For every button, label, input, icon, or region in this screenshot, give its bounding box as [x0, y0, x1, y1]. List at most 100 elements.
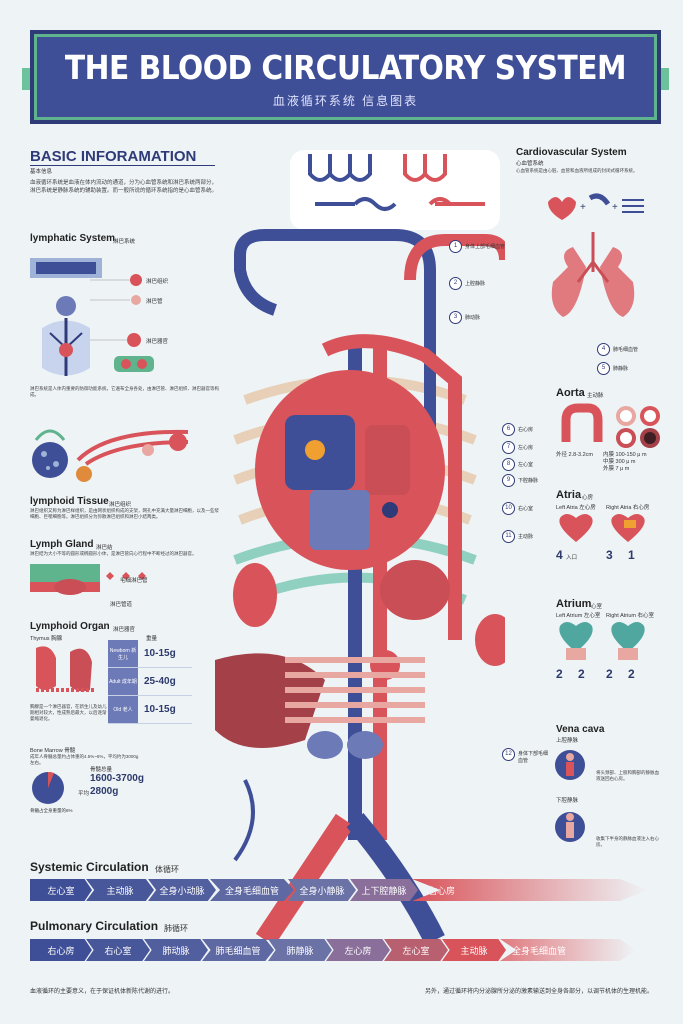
organ-caption: 胸腺是一个淋巴器官，在新生儿及幼儿期相对较大，性成熟后最大，以后逐渐萎缩退化。	[30, 704, 107, 721]
legend-label: 肺静脉	[613, 366, 629, 372]
systemic-step: 上下腔静脉	[350, 879, 418, 901]
pulmonary-step: 右心室	[86, 939, 150, 961]
cardio-text: 心血管系统是由心脏、血管和血液所组成的封闭式循环系统。	[516, 168, 638, 173]
pulmonary-step: 右心房	[30, 939, 92, 961]
organ-col-header: 重量	[146, 636, 158, 642]
legend-number: 1	[449, 240, 462, 253]
title-banner: THE BLOOD CIRCULATORY SYSTEM 血液循环系统 信息图表	[22, 30, 669, 124]
systemic-step: 全身小静脉	[288, 879, 356, 901]
marrow-avg: 2800g	[90, 786, 119, 797]
legend-label: 上腔静脉	[465, 281, 486, 287]
legend-number: 3	[449, 311, 462, 324]
banner-cap-right	[661, 68, 669, 90]
svg-text:+: +	[612, 202, 618, 213]
organ-row-label: Newborn 新生儿	[108, 640, 138, 667]
legend-label: 下腔静脉	[518, 478, 539, 484]
marrow-pie	[32, 771, 64, 804]
cardio-title: Cardiovascular System	[516, 147, 627, 158]
legend-number: 5	[597, 362, 610, 375]
atria-title-zh: 心房	[582, 495, 594, 501]
footer-right: 另外，通过循环将内分泌腺所分泌的激素输送到全身各部分，以调节机体的生理机能。	[424, 989, 653, 995]
cardio-title-zh: 心血管系统	[516, 161, 544, 167]
legend-number: 2	[449, 277, 462, 290]
vena-lower-label: 下腔静脉	[556, 798, 579, 804]
pulmonary-title-zh: 肺循环	[164, 924, 188, 933]
atrium-hearts	[559, 622, 645, 660]
marrow-pie-label: 骨髓占全身重量的6%	[30, 808, 73, 813]
cardio-illustration: + +	[548, 193, 644, 317]
marrow-range: 1600-3700g	[90, 773, 144, 784]
banner-cap-left	[22, 68, 30, 90]
legend-label: 身体下部毛细血管	[518, 751, 549, 764]
pulmonary-step: 肺静脉	[268, 939, 332, 961]
lymphatic-label-vessel: 淋巴管	[146, 299, 163, 305]
organ-row-value: 10-15g	[144, 704, 176, 715]
lymphatic-title-zh: 淋巴系统	[113, 239, 136, 245]
legend-label: 右心房	[518, 427, 534, 433]
pulmonary-step: 左心房	[326, 939, 390, 961]
atrium-count-4: 2	[628, 667, 635, 681]
lymphatic-caption: 淋巴系统是人体内重要的防御功能系统，它遍布全身各处，由淋巴管、淋巴组织、淋巴器官…	[30, 386, 219, 397]
atria-right-label: Right Atria 右心房	[606, 505, 650, 511]
svg-text:+: +	[580, 202, 586, 213]
organ-row: Adult 成年期 25-40g	[108, 668, 192, 696]
systemic-step: 全身毛细血管	[210, 879, 294, 901]
aorta-mid: 中膜 300 μ m	[603, 459, 636, 465]
legend-label: 主动脉	[518, 534, 534, 540]
aorta-illustration	[561, 403, 660, 448]
basic-text: 血液循环系统是血液在体内流动的通道，分为心血管系统和淋巴系统两部分，淋巴系统是静…	[30, 180, 218, 194]
gland-label-duct: 淋巴管道	[110, 602, 133, 608]
vena-upper-label: 上腔静脉	[556, 738, 579, 744]
vena-upper-figure	[555, 750, 585, 780]
organ-title-zh: 淋巴器官	[113, 627, 136, 633]
pulmonary-step: 肺毛细血管	[202, 939, 274, 961]
legend-number: 9	[502, 474, 515, 487]
basic-divider	[30, 165, 215, 166]
atria-right-count2: 1	[628, 548, 635, 562]
aorta-title: Aorta	[556, 387, 585, 399]
lymphatic-title: lymphatic System	[30, 233, 116, 244]
organ-row: Newborn 新生儿 10-15g	[108, 640, 192, 668]
legend-number: 11	[502, 530, 515, 543]
legend-number: 10	[502, 502, 515, 515]
aorta-dims: 外径 2.8-3.2cm	[556, 452, 593, 458]
vena-lower-text: 收集下半身的静脉血液注入右心房。	[596, 836, 659, 847]
atrium-title-zh: 心室	[591, 604, 603, 610]
aorta-title-zh: 主动脉	[587, 393, 604, 399]
systemic-step: 主动脉	[86, 879, 154, 901]
marrow-avg-label: 平均	[78, 791, 90, 797]
legend-number: 6	[502, 423, 515, 436]
gland-title-zh: 淋巴结	[96, 545, 113, 551]
page-subtitle: 血液循环系统 信息图表	[272, 94, 419, 108]
atria-hearts	[559, 514, 645, 542]
thymus-illustration	[36, 646, 96, 692]
tissue-text: 淋巴组织又称为淋巴样组织，是由网状组织构成的支架，网孔中充满大量淋巴细胞，以及一…	[30, 508, 219, 519]
systemic-title-zh: 体循环	[155, 865, 179, 874]
legend-number: 12	[502, 748, 515, 761]
atrium-title: Atrium	[556, 598, 592, 610]
systemic-step: 左心室	[30, 879, 92, 901]
legend-number: 4	[597, 343, 610, 356]
tissue-title-zh: 淋巴组织	[109, 502, 132, 508]
circulatory-body-illustration	[215, 150, 505, 940]
gland-illustration	[30, 564, 146, 595]
organ-weight-table: Newborn 新生儿 10-15g Adult 成年期 25-40g Old …	[108, 640, 192, 724]
organ-subtitle: Thymus 胸腺	[30, 636, 63, 642]
basic-title: BASIC INFORAMATION	[30, 148, 197, 165]
legend-number: 7	[502, 441, 515, 454]
organ-row-label: Adult 成年期	[108, 668, 138, 695]
legend-label: 左心房	[518, 445, 534, 451]
marrow-text: 成年人骨髓总量约占体重的4.5%~6%，平均约为3000g左右。	[30, 754, 139, 765]
footer-left: 血液循环的主要意义，在于保证机体新陈代谢的进行。	[30, 989, 175, 995]
tissue-title: lymphoid Tissue	[30, 496, 109, 507]
marrow-range-label: 骨髓总量	[90, 767, 113, 773]
atria-left-unit: 入口	[566, 555, 578, 561]
legend-label: 肺毛细血管	[613, 347, 639, 353]
atria-right-count: 3	[606, 548, 613, 562]
systemic-step: 全身小动脉	[148, 879, 216, 901]
lymphatic-illustration	[30, 258, 154, 376]
atrium-count-2: 2	[578, 667, 585, 681]
atrium-count-1: 2	[556, 667, 563, 681]
systemic-step: 右心房	[412, 879, 648, 901]
organ-row-value: 25-40g	[144, 676, 176, 687]
